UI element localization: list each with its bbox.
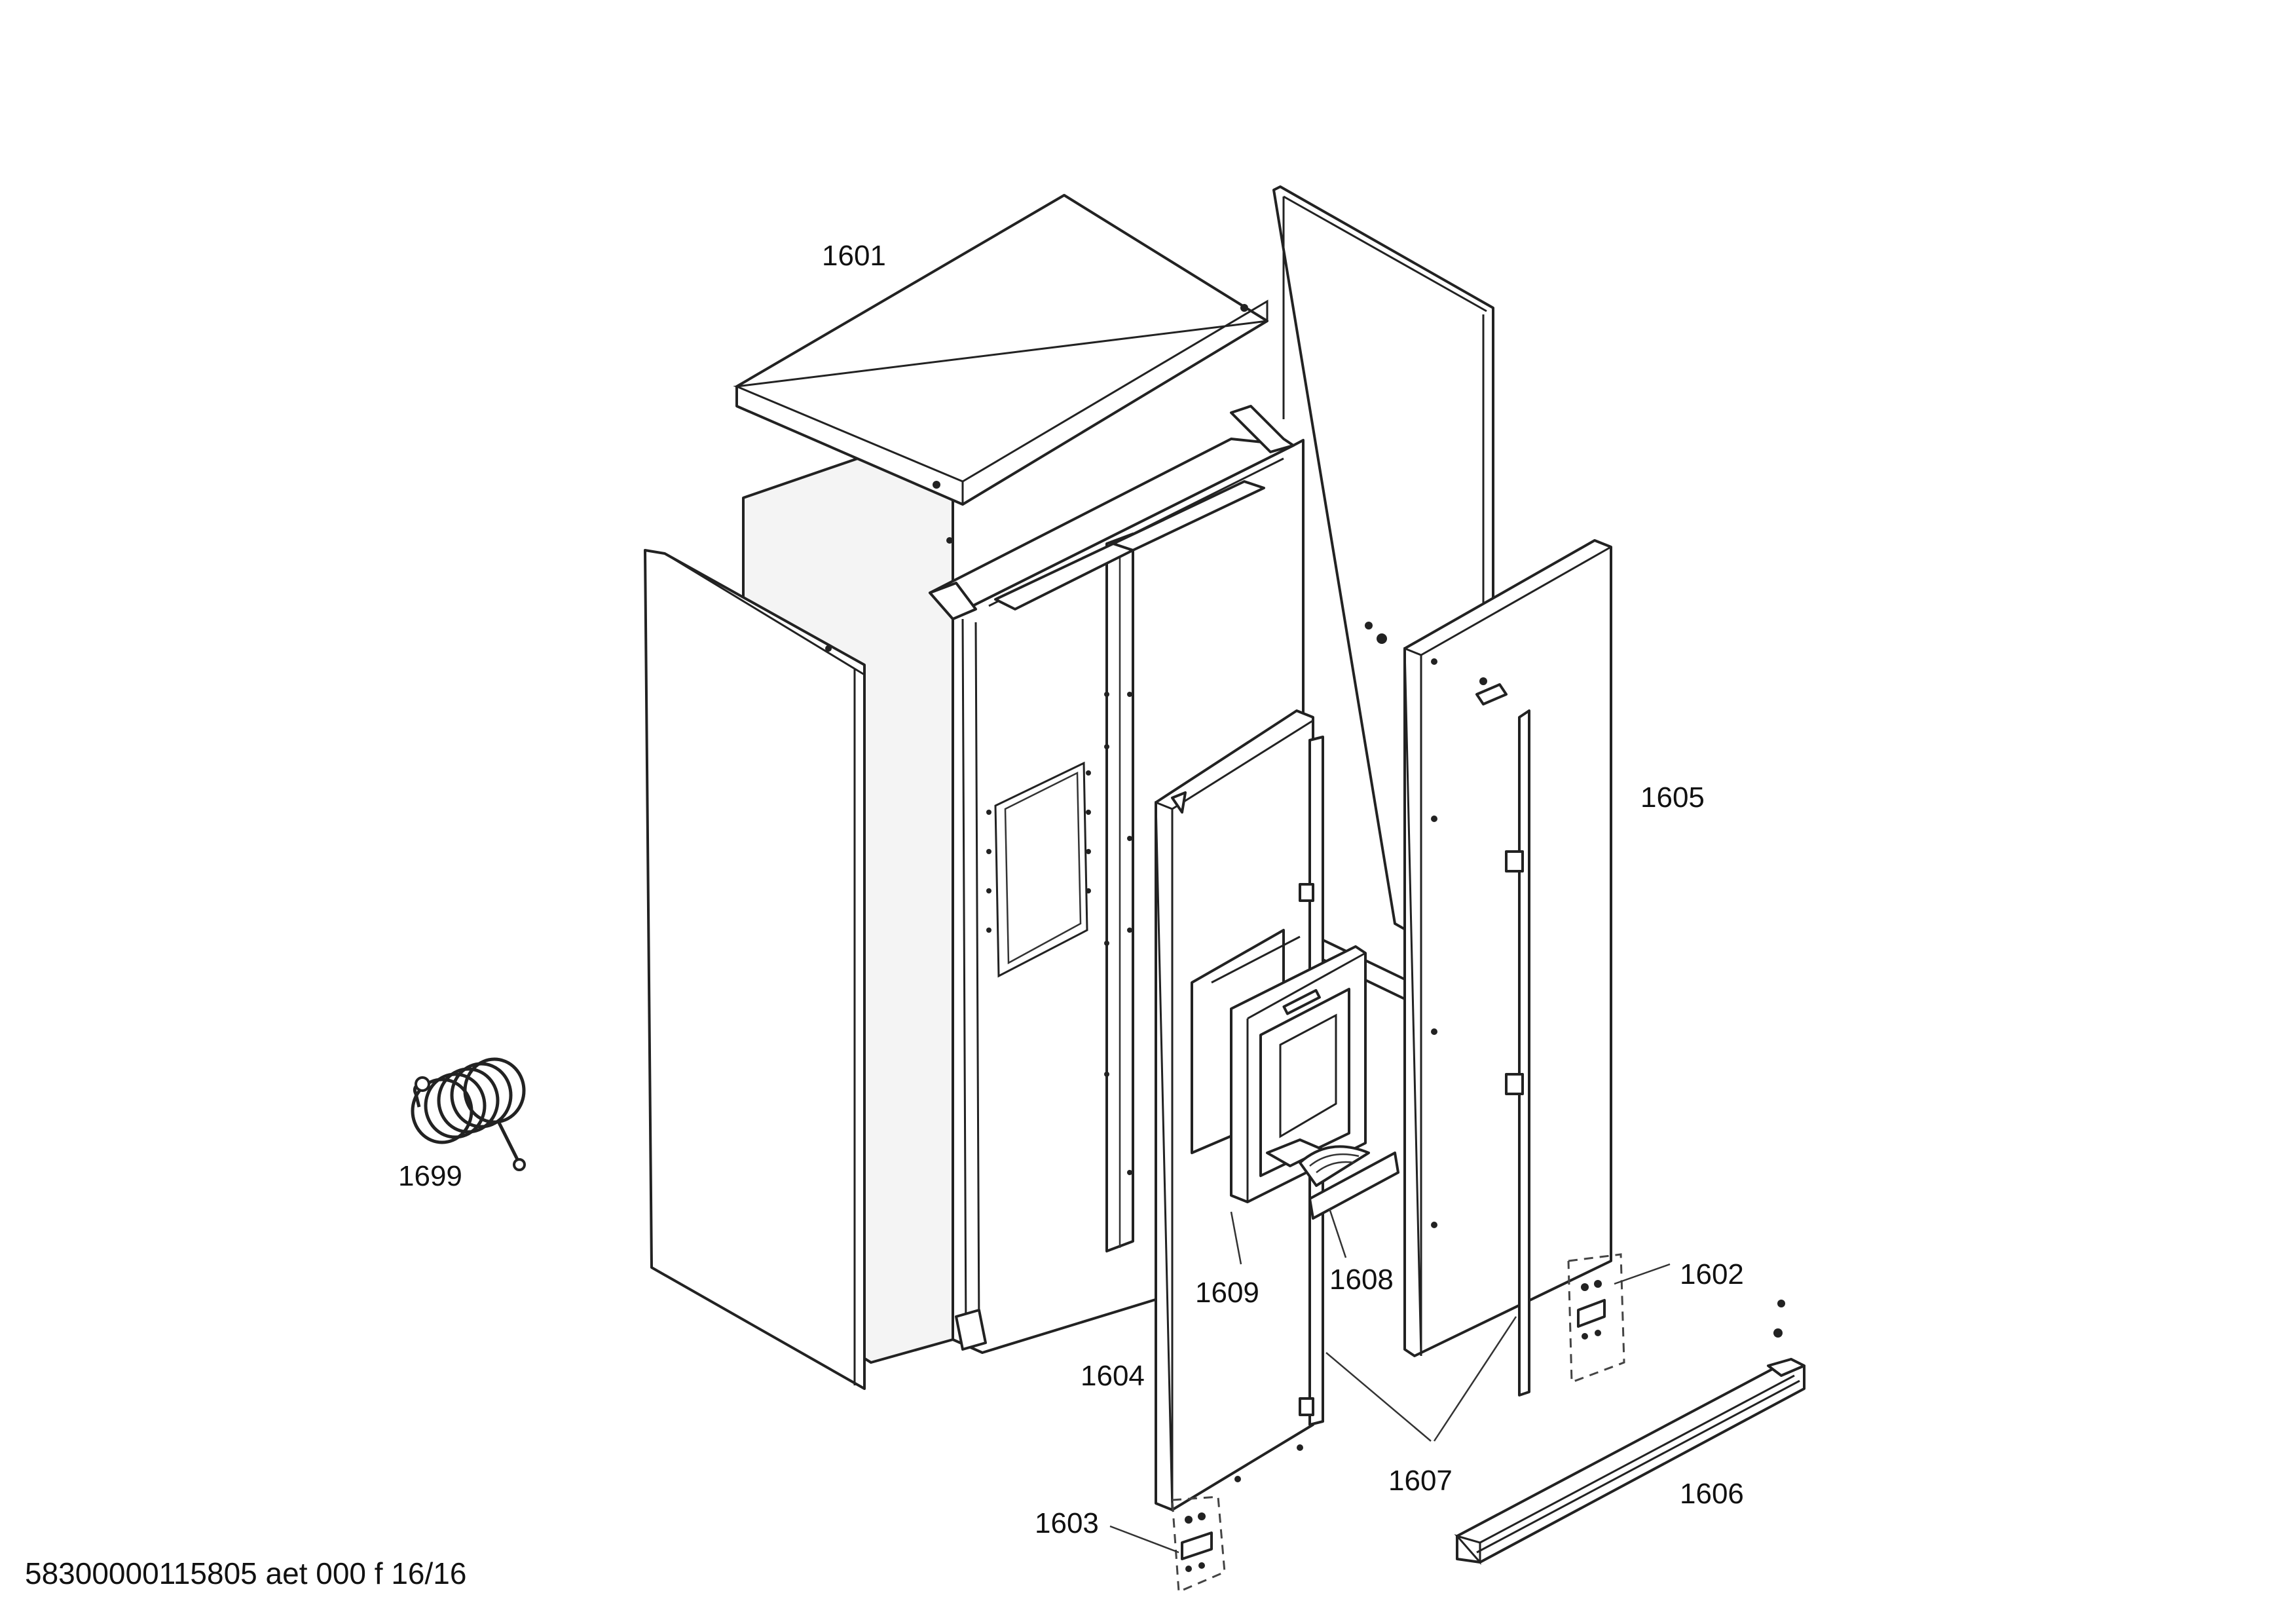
part-label-1608: 1608 xyxy=(1329,1264,1394,1296)
part-label-1604: 1604 xyxy=(1081,1360,1145,1392)
part-label-1605: 1605 xyxy=(1640,781,1705,814)
part-label-1602: 1602 xyxy=(1680,1258,1744,1290)
kickplate-screws xyxy=(1773,1300,1785,1338)
part-label-1609: 1609 xyxy=(1195,1277,1259,1309)
top-cover-panel xyxy=(733,194,1268,544)
part-label-1601: 1601 xyxy=(822,240,886,272)
part-label-1699: 1699 xyxy=(398,1160,462,1192)
lower-hinge-kit-left xyxy=(1171,1495,1226,1594)
coiled-water-tube xyxy=(411,1057,526,1171)
leader-lines xyxy=(1109,1208,1671,1554)
lower-hinge-kit-right xyxy=(1567,1253,1625,1384)
kick-plate xyxy=(1454,1358,1805,1565)
part-label-1607: 1607 xyxy=(1388,1465,1453,1497)
part-label-1603: 1603 xyxy=(1035,1507,1099,1539)
left-side-panel xyxy=(644,549,866,1390)
dispenser-housing xyxy=(1230,945,1367,1203)
part-label-group: 1601 1605 1699 1609 1608 1602 1604 1607 … xyxy=(398,240,1744,1539)
drip-tray xyxy=(1299,1145,1399,1220)
part-label-1606: 1606 xyxy=(1680,1478,1744,1510)
right-door-panel xyxy=(1403,539,1612,1397)
drawing-reference-footer: 58300000115805 aet 000 f 16/16 xyxy=(25,1556,466,1590)
